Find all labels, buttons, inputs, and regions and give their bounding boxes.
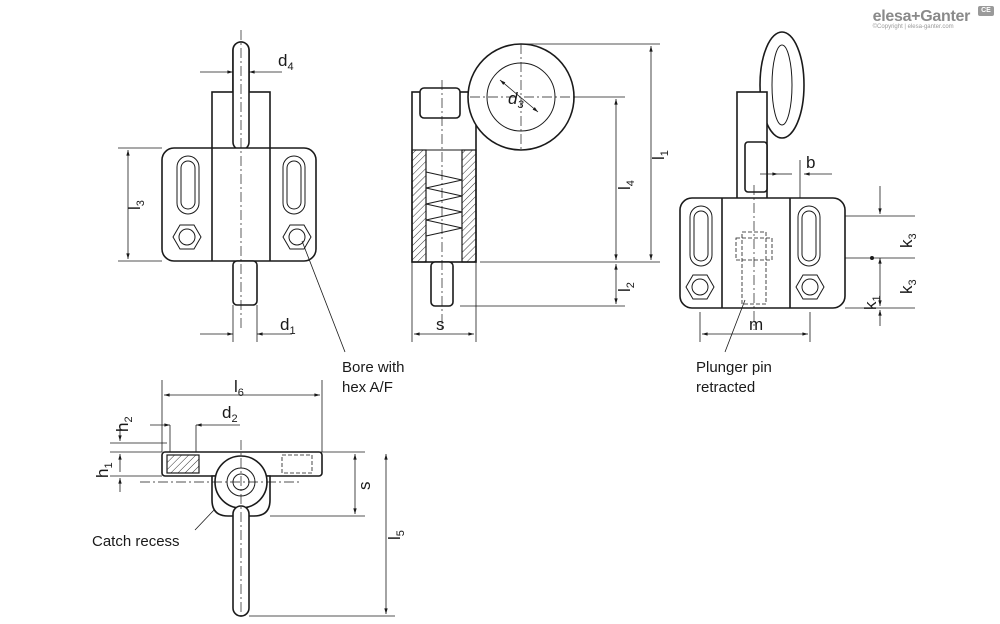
dim-label-l2: l2 (615, 282, 637, 292)
dim-label-m: m (749, 315, 763, 334)
brand-logo: elesa+Ganter ©Copyright | elesa-ganter.c… (872, 8, 971, 30)
note-bore-line1: Bore with (342, 359, 405, 376)
dim-label-s-side: s (436, 315, 445, 334)
dim-label-d1: d1 (280, 315, 296, 337)
dim-label-h1: h1 (93, 462, 115, 478)
dim-label-s-top: s (355, 482, 374, 491)
note-plunger-line1: Plunger pin (696, 359, 772, 376)
dim-label-l1: l1 (649, 150, 671, 160)
brand-name: elesa+Ganter (872, 8, 971, 25)
note-bore-line2: hex A/F (342, 379, 393, 396)
note-catch-recess: Catch recess (92, 533, 180, 550)
top-view (110, 380, 395, 620)
dim-label-d4: d4 (278, 51, 294, 73)
dim-label-k3-bottom: k3 (897, 279, 919, 294)
dim-label-k3-top: k3 (897, 233, 919, 248)
dim-label-h2: h2 (113, 416, 135, 432)
side-view (411, 43, 660, 342)
dim-label-l5: l5 (385, 530, 407, 540)
dim-label-l4: l4 (615, 180, 637, 190)
front-view (118, 30, 346, 353)
dim-label-k1: k1 (861, 295, 883, 310)
right-view (679, 31, 915, 353)
dim-label-b: b (806, 153, 815, 172)
note-plunger-line2: retracted (696, 379, 755, 396)
brand-copyright: ©Copyright | elesa-ganter.com (872, 24, 954, 30)
dim-label-l3: l3 (125, 200, 147, 210)
ce-badge: CE (978, 6, 994, 16)
dim-label-d3: d3 (508, 89, 524, 111)
dim-label-l6: l6 (234, 377, 244, 399)
dim-label-d2: d2 (222, 403, 238, 425)
